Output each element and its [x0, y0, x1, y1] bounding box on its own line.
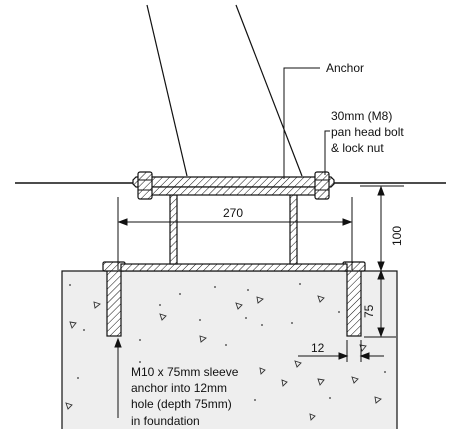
- sleeve-leader: [114, 337, 122, 418]
- bolt-label-line3: & lock nut: [331, 141, 384, 155]
- bolt-leader: [324, 130, 330, 175]
- anchor-label: Anchor: [326, 61, 364, 75]
- depth-dimension: [364, 269, 396, 338]
- sleeve-label-line1: M10 x 75mm sleeve: [131, 365, 239, 379]
- right-bolt-icon: [314, 171, 330, 200]
- height-dimension-text: 100: [390, 226, 404, 246]
- hole-dimension-text: 12: [311, 341, 325, 355]
- aggregate-dots: [69, 283, 386, 401]
- bolt-label-line2: pan head bolt: [331, 125, 404, 139]
- left-bolt-icon: [137, 171, 153, 200]
- left-sleeve-anchor: [102, 261, 126, 337]
- depth-dimension-text: 75: [362, 304, 376, 318]
- left-upright: [169, 194, 178, 265]
- anchor-leader: [283, 67, 320, 179]
- top-anchor-plate: [132, 176, 335, 196]
- width-dimension-text: 270: [223, 206, 243, 220]
- hole-dimension: [298, 340, 384, 362]
- sleeve-label-line2: anchor into 12mm: [131, 381, 227, 395]
- base-plate: [120, 263, 348, 272]
- right-upright: [289, 194, 298, 265]
- right-cable: [235, 4, 303, 177]
- aggregate-marks: [65, 295, 382, 421]
- width-dimension: [117, 197, 353, 270]
- sleeve-label-line3: hole (depth 75mm): [131, 397, 232, 411]
- sleeve-label-line4: in foundation: [131, 414, 200, 428]
- left-cable: [146, 4, 188, 177]
- height-dimension: [360, 185, 404, 272]
- bolt-label-line1: 30mm (M8): [331, 109, 392, 123]
